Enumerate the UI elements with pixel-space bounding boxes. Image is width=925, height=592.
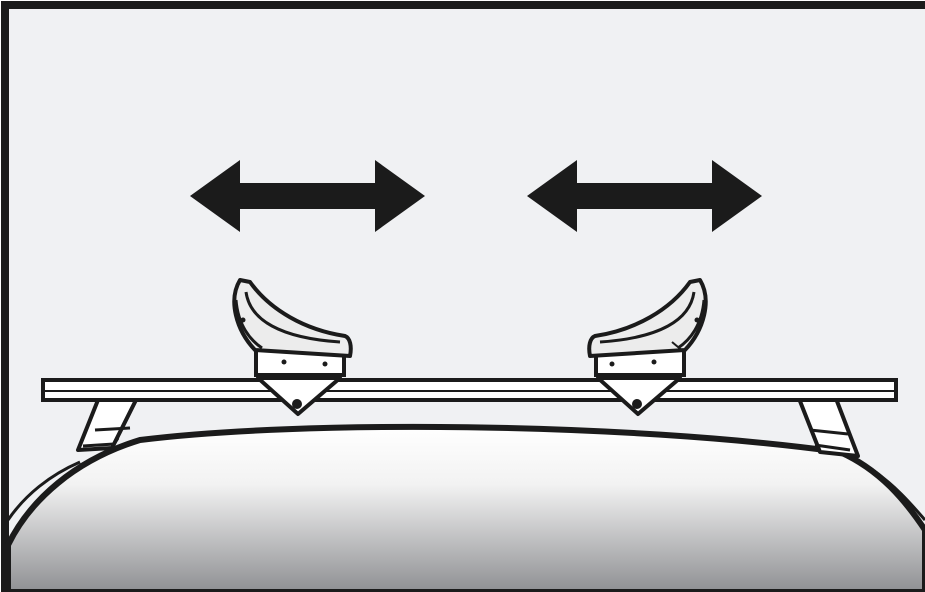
- kayak-saddle-left: [232, 278, 353, 416]
- crossbar: [41, 378, 898, 402]
- double-arrow-left-saddle-icon: [190, 160, 425, 232]
- car-roof: [5, 423, 925, 592]
- kayak-saddle-right: [587, 278, 708, 416]
- double-arrow-right-saddle-icon: [527, 160, 762, 232]
